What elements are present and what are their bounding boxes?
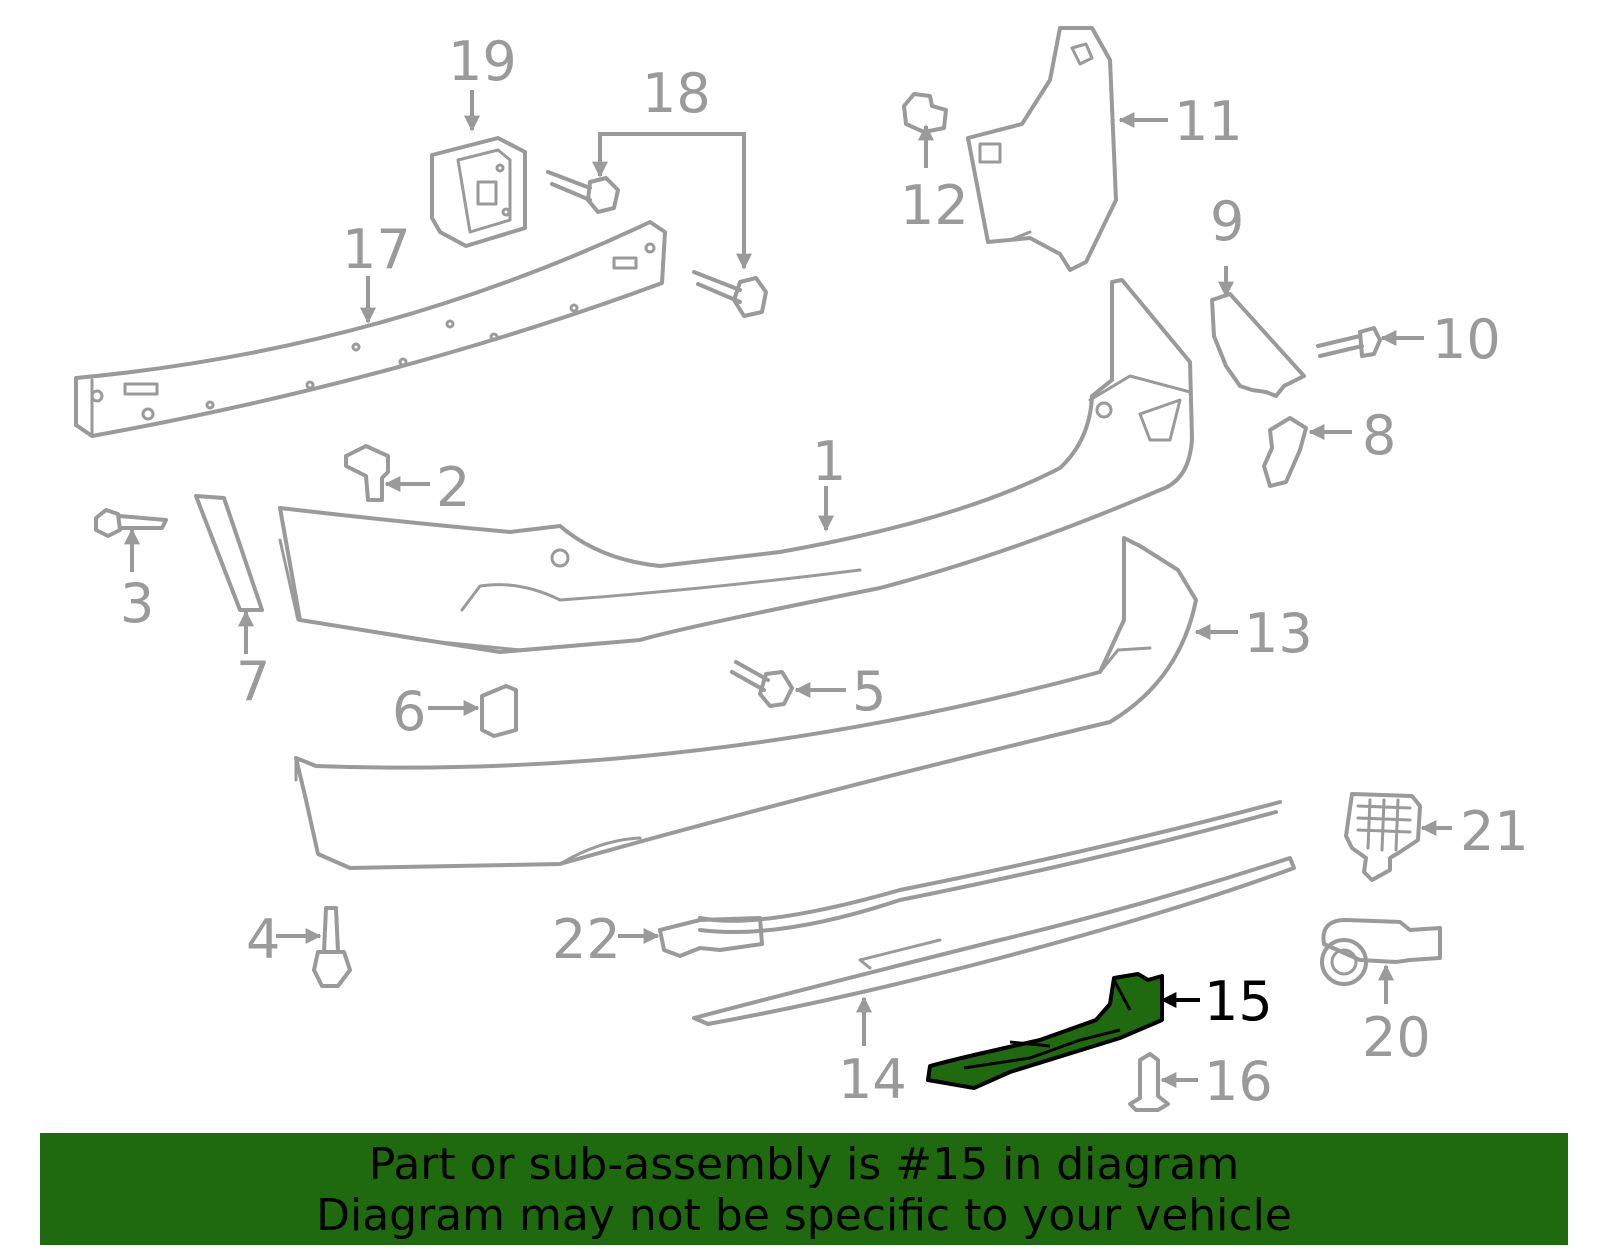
callout-3: 3 <box>120 572 154 635</box>
part-22-harness <box>658 800 1282 958</box>
part-11-bracket <box>966 26 1118 272</box>
callout-5: 5 <box>852 660 886 723</box>
part-5-bolt <box>730 660 794 708</box>
part-17-reinforcement <box>74 220 667 438</box>
callout-12: 12 <box>900 174 969 237</box>
part-4-bolt <box>312 906 352 988</box>
part-12-clip <box>902 92 948 134</box>
callout-2: 2 <box>436 456 470 519</box>
callout-15: 15 <box>1204 970 1273 1033</box>
banner-line-part: Part or sub-assembly is #15 in diagram <box>368 1139 1240 1190</box>
callout-9: 9 <box>1210 190 1244 253</box>
part-9-bracket <box>1210 292 1306 398</box>
part-2-clip <box>344 444 390 502</box>
callout-14: 14 <box>838 1048 907 1111</box>
part-8-retainer <box>1262 416 1308 488</box>
callout-labels: 1 2 3 4 5 6 7 8 9 10 11 12 13 14 15 16 1… <box>120 30 1529 1113</box>
part-13-lower-cover <box>294 536 1198 870</box>
callout-11: 11 <box>1174 90 1243 153</box>
callout-16: 16 <box>1204 1050 1273 1113</box>
part-6-retainer <box>480 684 518 738</box>
callout-13: 13 <box>1244 602 1313 665</box>
callout-21: 21 <box>1460 800 1529 863</box>
callout-17: 17 <box>342 218 411 281</box>
part-18-bolts <box>546 170 768 318</box>
part-3-screw <box>94 508 168 538</box>
callout-4: 4 <box>246 908 280 971</box>
info-banner: Part or sub-assembly is #15 in diagram D… <box>40 1133 1568 1245</box>
callout-22: 22 <box>552 908 621 971</box>
callout-1: 1 <box>812 430 846 493</box>
banner-line-disclaimer: Diagram may not be specific to your vehi… <box>316 1190 1292 1241</box>
callout-8: 8 <box>1362 404 1396 467</box>
part-15-highlighted <box>926 972 1164 1090</box>
callout-10: 10 <box>1432 308 1501 371</box>
part-10-bolt <box>1316 326 1382 358</box>
callout-20: 20 <box>1362 1006 1431 1069</box>
leader-lines <box>124 90 1452 1088</box>
callout-18: 18 <box>642 62 711 125</box>
part-20-sensor <box>1320 918 1442 986</box>
part-1-bumper-cover <box>278 278 1194 654</box>
callout-19: 19 <box>448 30 517 93</box>
part-21-retainer <box>1344 792 1422 882</box>
part-19-bracket <box>430 136 527 248</box>
callout-6: 6 <box>392 680 426 743</box>
part-7-trim <box>194 494 264 612</box>
callout-7: 7 <box>236 650 270 713</box>
part-16-clip <box>1128 1052 1170 1112</box>
part-14-garnish <box>692 856 1296 1026</box>
